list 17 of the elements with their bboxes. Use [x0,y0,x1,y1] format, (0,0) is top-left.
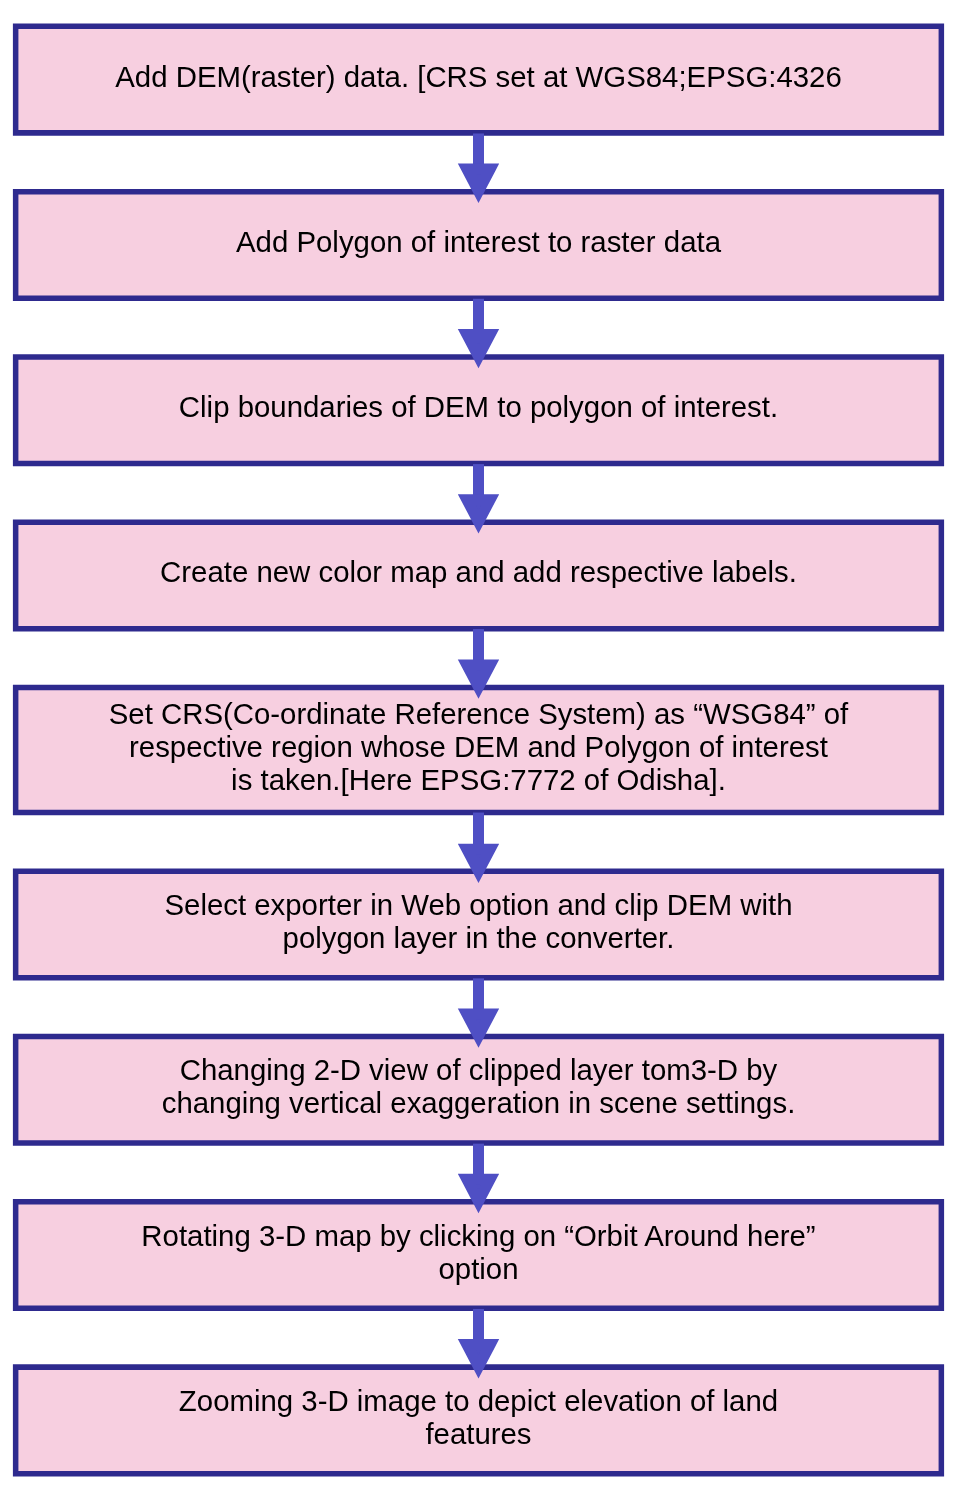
node-box: Rotating 3-D map by clicking on “Orbit Around here” option [12,1198,945,1311]
arrow [457,133,500,203]
node-box: Clip boundaries of DEM to polygon of interest. [12,353,945,466]
node-box: Zooming 3-D image to depict elevation of land features [12,1363,945,1476]
node-box: Set CRS(Co-ordinate Reference System) as “WSG84” of respective region whose DEM and Polygon of interest is taken.[Here EPSG:7772 of Odisha]. [12,684,945,815]
node-box: Create new color map and add respective labels. [12,519,945,632]
node-box: Add DEM(raster) data. [CRS set at WGS84;EPSG:4326 [12,23,945,136]
node-box: Changing 2-D view of clipped layer tom3-D by changing vertical exaggeration in scene settings. [12,1033,945,1146]
arrow [457,463,500,534]
arrow [457,977,500,1048]
node-box: Select exporter in Web option and clip DEM with polygon layer in the converter. [12,867,945,980]
arrow [457,298,500,368]
arrow [457,628,500,699]
arrow [457,812,500,883]
arrow [457,1143,500,1213]
node-box: Add Polygon of interest to raster data [12,188,945,301]
arrow [457,1308,500,1378]
